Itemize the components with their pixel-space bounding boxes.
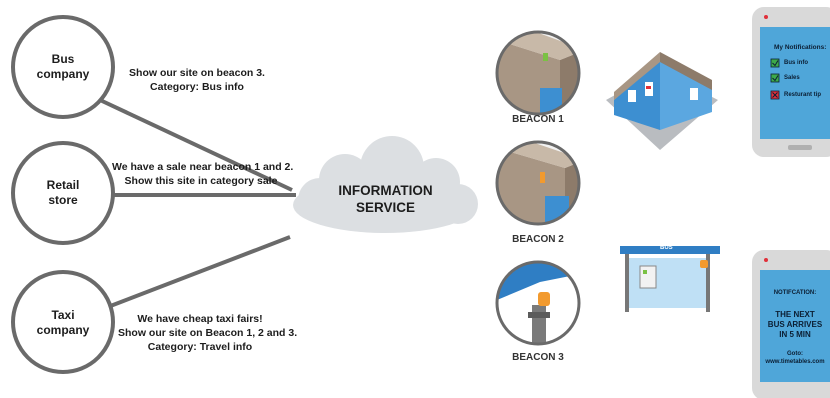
phone2-goto-url: www.timetables.com: [765, 359, 825, 365]
retail-store-label: Retail store: [18, 178, 108, 208]
information-service-label: INFORMATION SERVICE: [318, 182, 453, 216]
phone2-line1: THE NEXT: [775, 310, 815, 319]
sales-checkbox: [770, 73, 780, 83]
taxi-company-circle: [11, 270, 115, 374]
phone2-line3: IN 5 MIN: [779, 330, 811, 339]
cross-icon: [772, 92, 778, 98]
retail-store-circle: [11, 141, 115, 245]
taxi-company-message: We have cheap taxi fairs! Show our site …: [118, 312, 298, 354]
bus-connection-line: [99, 98, 293, 192]
bus-message-line2: Category: Bus info: [150, 81, 244, 93]
taxi-connection-line: [99, 235, 291, 312]
phone2-goto: Goto: www.timetables.com: [760, 350, 830, 366]
beacon-2-label: BEACON 2: [512, 234, 564, 245]
retail-store-label-line1: Retail: [46, 178, 80, 192]
taxi-company-label-line1: Taxi: [51, 308, 75, 322]
bus-stop-illustration: [620, 246, 720, 312]
beacon-1-label: BEACON 1: [512, 114, 564, 125]
retail-message-line2: Show this site in category sale: [124, 175, 278, 187]
bus-company-circle: [11, 15, 115, 119]
bus-info-checkbox: [770, 58, 780, 68]
service-line1: INFORMATION: [338, 183, 433, 198]
phone1-item-bus-info: Bus info: [784, 60, 808, 66]
beacon-3-label: BEACON 3: [512, 352, 564, 363]
retail-message-line1: We have a sale near beacon 1 and 2.: [112, 161, 294, 173]
bus-message-line1: Show our site on beacon 3.: [129, 67, 265, 79]
phone1-item-sales: Sales: [784, 75, 800, 81]
taxi-company-label-line2: company: [36, 323, 90, 337]
bus-sign-label: BUS: [660, 245, 673, 251]
phone2-line2: BUS ARRIVES: [767, 320, 823, 329]
phone-2-body: [752, 250, 830, 398]
service-line2: SERVICE: [355, 200, 416, 215]
bus-company-label: Bus company: [18, 52, 108, 82]
beacon-3-illustration: [495, 260, 581, 346]
information-service-cloud: [293, 136, 478, 233]
taxi-message-line2: Show our site on Beacon 1, 2 and 3.: [118, 327, 298, 339]
taxi-message-line1: We have cheap taxi fairs!: [137, 313, 263, 325]
retail-store-label-line2: store: [48, 193, 78, 207]
bus-company-label-line2: company: [36, 67, 90, 81]
taxi-company-label: Taxi company: [18, 308, 108, 338]
retail-store-message: We have a sale near beacon 1 and 2. Show…: [112, 160, 294, 188]
check-icon: [772, 60, 779, 67]
beacon-2-illustration: [495, 140, 581, 226]
beacon-1-illustration: [495, 30, 581, 116]
phone2-goto-label: Goto:: [787, 351, 803, 357]
phone1-item-resturant-tip: Resturant tip: [784, 92, 822, 98]
store-illustration: [606, 52, 718, 150]
bus-company-label-line1: Bus: [51, 52, 75, 66]
phone-1-body: [752, 7, 830, 157]
taxi-message-line3: Category: Travel info: [147, 341, 253, 353]
phone2-message: THE NEXT BUS ARRIVES IN 5 MIN: [760, 310, 830, 340]
bus-company-message: Show our site on beacon 3. Category: Bus…: [112, 66, 282, 94]
phone2-header: NOTIFCATION:: [773, 290, 817, 296]
phone1-title: My Notifications:: [774, 44, 827, 51]
check-icon: [772, 75, 779, 82]
